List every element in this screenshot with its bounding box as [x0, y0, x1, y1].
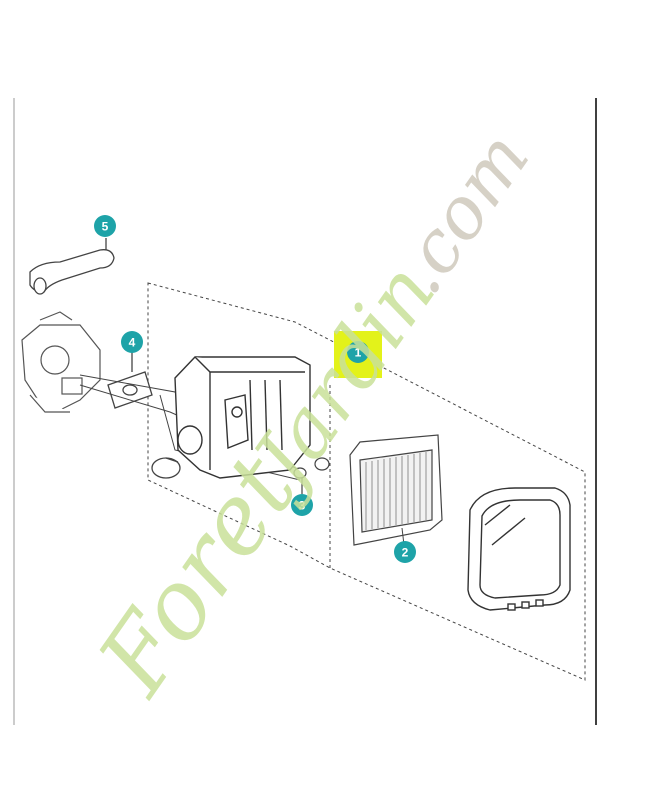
plug-part: [151, 457, 181, 479]
screws-part: [293, 457, 330, 494]
callout-5: 5: [94, 215, 116, 237]
svg-text:5: 5: [102, 220, 109, 234]
callout-4: 4: [121, 331, 143, 353]
svg-text:4: 4: [129, 336, 136, 350]
callout-2: 2: [394, 541, 416, 563]
callout-1-highlighted: 1: [334, 331, 382, 378]
breather-tube-part: [29, 238, 115, 295]
air-filter-cover-part: [467, 487, 571, 611]
svg-text:3: 3: [299, 499, 306, 513]
air-filter-base-part: [174, 356, 311, 479]
watermark: Foret Jardin .com: [76, 117, 545, 715]
air-filter-element-part: [349, 434, 443, 546]
svg-text:2: 2: [402, 546, 409, 560]
carburetor-part: [21, 311, 101, 413]
gasket-part: [107, 352, 153, 409]
svg-text:1: 1: [355, 346, 362, 360]
callout-3: 3: [291, 494, 313, 516]
